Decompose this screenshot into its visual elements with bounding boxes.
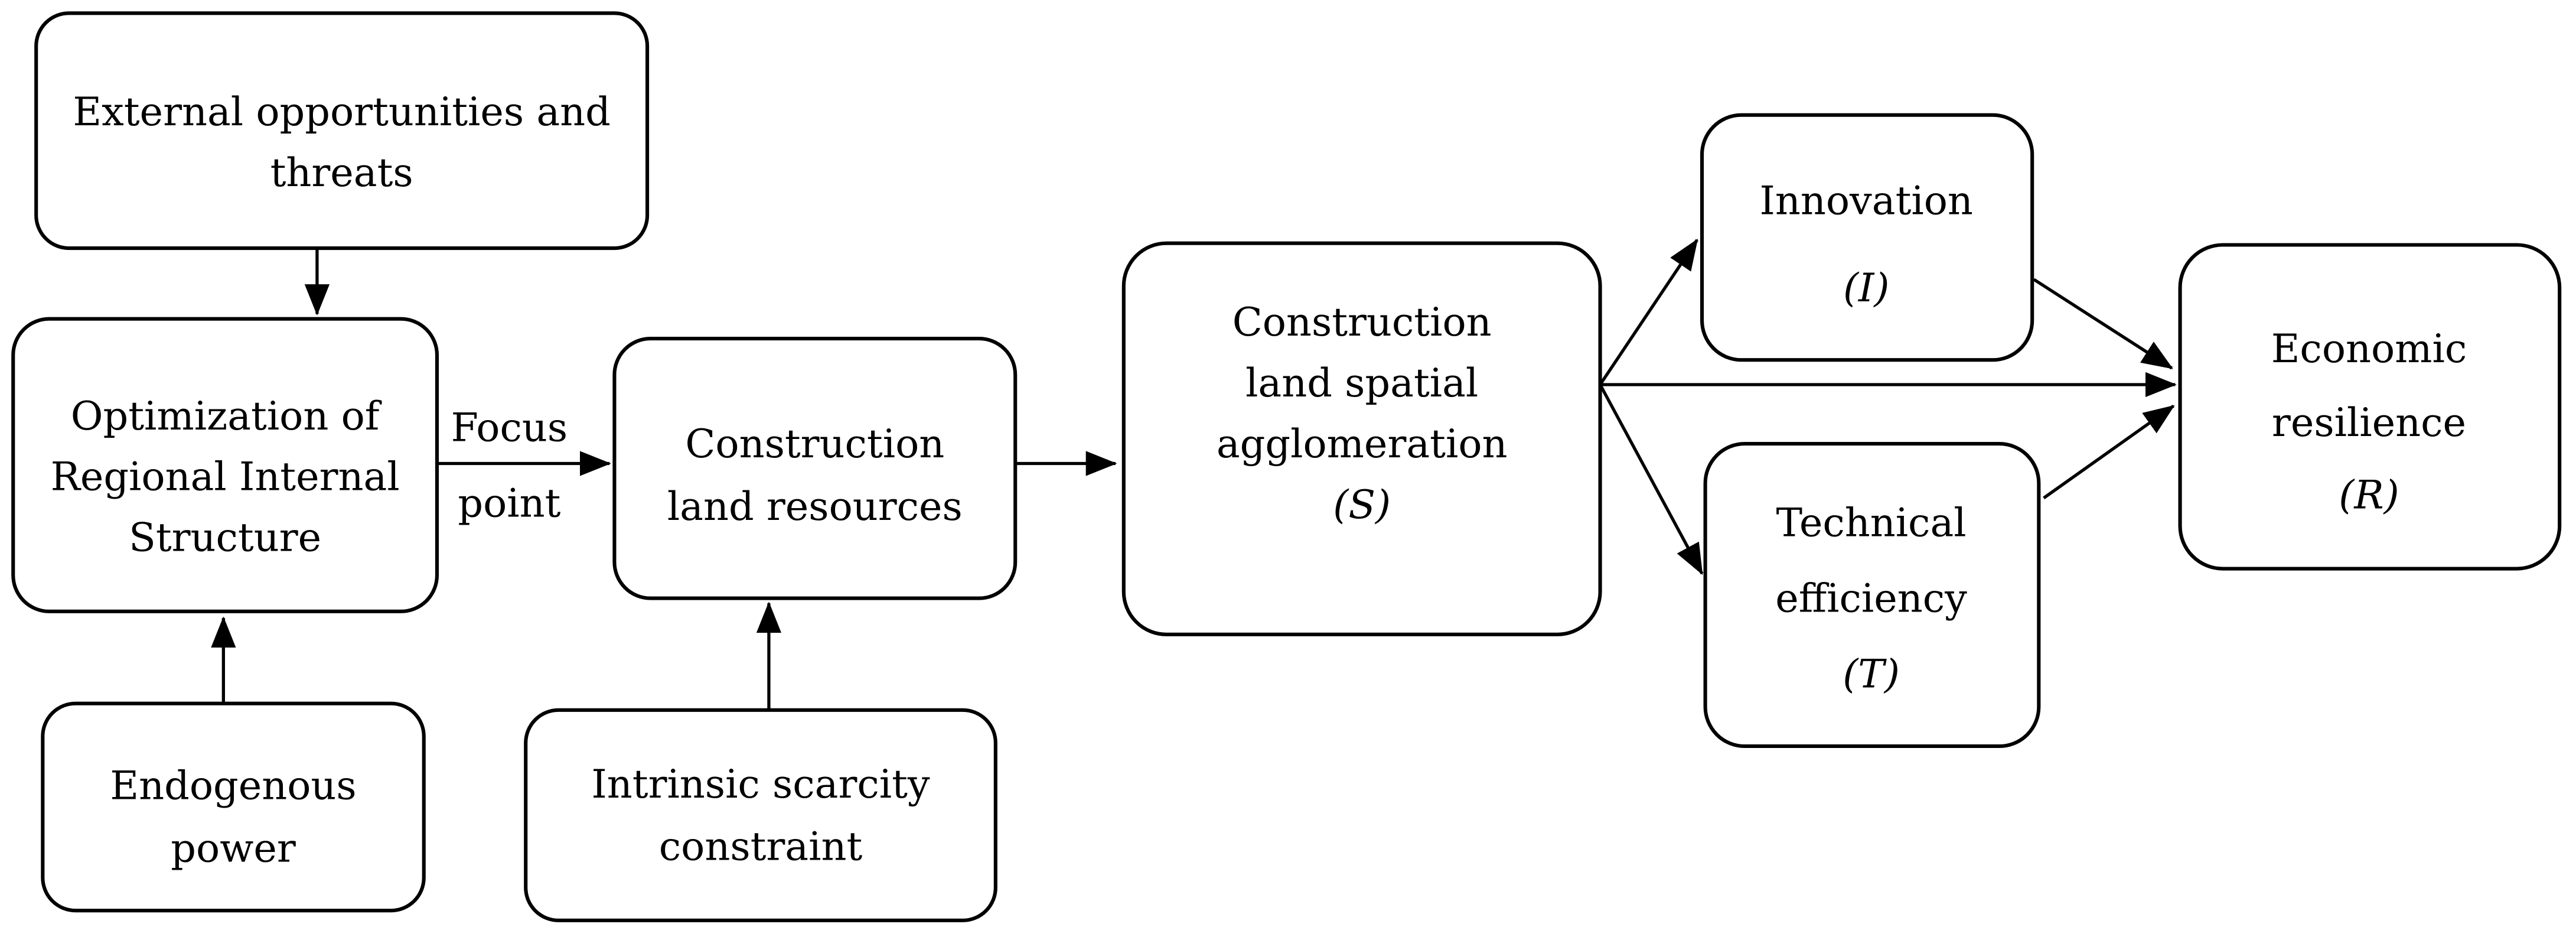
- node-innovation-line1: Innovation: [1760, 177, 1973, 223]
- node-innovation-box: [1700, 113, 2034, 362]
- node-innovation-symbol: (I): [1843, 265, 1889, 311]
- node-agglomeration-box: [1121, 241, 1602, 636]
- edge-label-focus-point: Focus point: [451, 404, 568, 526]
- node-economic-resilience-line2: resilience: [2272, 399, 2466, 445]
- node-endogenous-power-line1: Endogenous: [110, 763, 356, 809]
- node-optimization-box: [11, 317, 439, 613]
- node-optimization-line2: Regional Internal: [51, 454, 400, 500]
- node-intrinsic-scarcity: Intrinsic scarcity constraint: [524, 708, 997, 922]
- node-economic-resilience-symbol: (R): [2339, 471, 2399, 518]
- node-technical-efficiency: Technical efficiency (T): [1703, 442, 2041, 749]
- arrow-innovation-to-resilience: [2033, 278, 2173, 370]
- node-technical-efficiency-line2: efficiency: [1775, 575, 1967, 622]
- node-economic-resilience-line1: Economic: [2271, 326, 2467, 372]
- node-endogenous-power-box: [41, 701, 426, 913]
- node-technical-efficiency-line1: Technical: [1776, 500, 1967, 546]
- node-external-opportunities-line1: External opportunities and: [73, 89, 611, 135]
- node-agglomeration-line1: Construction: [1232, 299, 1492, 345]
- node-endogenous-power: Endogenous power: [41, 701, 426, 913]
- edges-layer: [211, 238, 2177, 710]
- node-technical-efficiency-box: [1703, 442, 2041, 749]
- node-external-opportunities-box: [34, 11, 650, 251]
- node-agglomeration-line3: agglomeration: [1217, 421, 1508, 467]
- node-optimization-line3: Structure: [129, 515, 321, 561]
- node-optimization-line1: Optimization of: [71, 393, 382, 439]
- node-economic-resilience-box: [2178, 243, 2562, 571]
- node-agglomeration: Construction land spatial agglomeration …: [1121, 241, 1602, 636]
- node-innovation: Innovation (I): [1700, 113, 2034, 362]
- node-construction-land-resources: Construction land resources: [612, 337, 1018, 600]
- node-construction-land-resources-box: [612, 337, 1018, 600]
- node-construction-land-resources-line1: Construction: [685, 421, 944, 467]
- arrow-technical-to-resilience: [2043, 404, 2175, 500]
- arrow-agglomeration-to-technical: [1599, 383, 1704, 575]
- focus-point-label-line1: Focus: [451, 404, 568, 450]
- node-intrinsic-scarcity-line2: constraint: [659, 824, 863, 870]
- arrow-agglomeration-to-innovation: [1599, 238, 1698, 386]
- node-external-opportunities: External opportunities and threats: [34, 11, 650, 251]
- focus-point-label-line2: point: [458, 480, 560, 526]
- node-agglomeration-symbol: (S): [1333, 482, 1391, 528]
- node-intrinsic-scarcity-line1: Intrinsic scarcity: [591, 761, 930, 807]
- node-external-opportunities-line2: threats: [270, 149, 413, 196]
- node-endogenous-power-line2: power: [171, 825, 296, 871]
- node-intrinsic-scarcity-box: [524, 708, 997, 922]
- node-technical-efficiency-symbol: (T): [1843, 651, 1900, 697]
- node-economic-resilience: Economic resilience (R): [2178, 243, 2562, 571]
- node-agglomeration-line2: land spatial: [1245, 360, 1478, 406]
- node-construction-land-resources-line2: land resources: [667, 483, 963, 529]
- node-optimization: Optimization of Regional Internal Struct…: [11, 317, 439, 613]
